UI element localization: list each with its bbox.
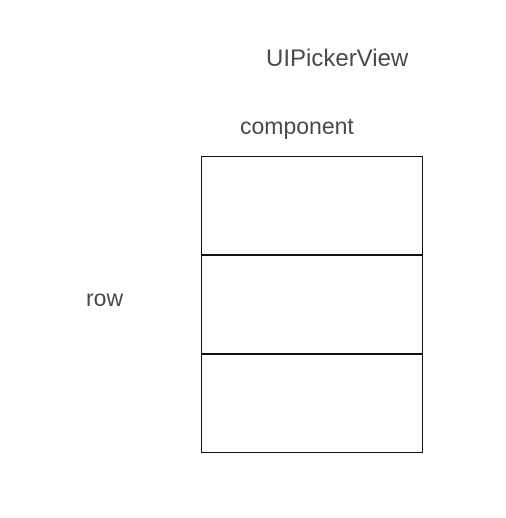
row-divider [202, 254, 422, 256]
row-label: row [86, 285, 124, 311]
component-label: component [240, 113, 354, 139]
diagram-title: UIPickerView [266, 45, 409, 72]
picker-component-box [201, 156, 423, 453]
row-divider [202, 353, 422, 355]
